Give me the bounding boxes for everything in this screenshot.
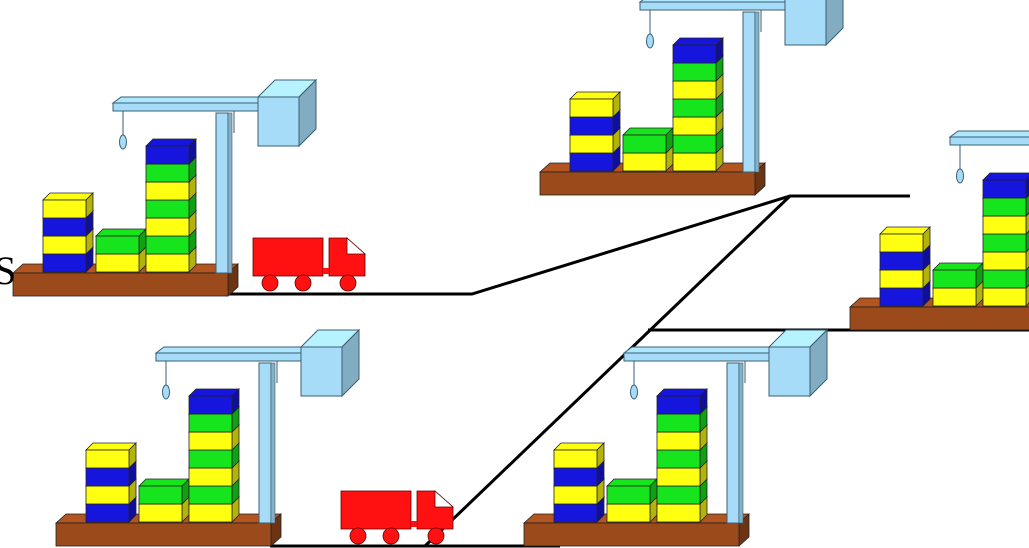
container-stack-icon (145, 138, 197, 273)
truck-icon (340, 490, 455, 545)
container-stack-icon (188, 388, 240, 523)
container-stack-icon (95, 228, 147, 273)
container-stack-icon (982, 172, 1029, 307)
truck-icon (252, 237, 367, 292)
terminals (11, 0, 1029, 547)
bottom-right-terminal (522, 328, 829, 547)
container (553, 442, 605, 469)
container-stack-icon (879, 226, 931, 307)
container-stack-icon (656, 388, 708, 523)
crane-icon (622, 328, 829, 524)
container-stack-icon (138, 478, 190, 523)
container (622, 127, 674, 154)
container (85, 442, 137, 469)
container-stack-icon (553, 442, 605, 523)
container (606, 478, 658, 505)
edge-label: S (0, 248, 16, 293)
container-stack-icon (672, 37, 724, 172)
container (42, 192, 94, 219)
container-stack-icon (932, 262, 984, 307)
road-network (183, 194, 1029, 548)
container (672, 37, 724, 64)
container-stack-icon (85, 442, 137, 523)
container-stack-icon (622, 127, 674, 172)
container (95, 228, 147, 255)
container-stack-icon (42, 192, 94, 273)
crane-icon (948, 130, 1029, 184)
container (982, 172, 1029, 199)
container-stack-icon (569, 91, 621, 172)
crane-icon (111, 78, 318, 274)
left-terminal (11, 78, 367, 297)
container (145, 138, 197, 165)
crane-icon (638, 0, 844, 173)
top-terminal (538, 0, 844, 196)
crane-icon (154, 328, 361, 524)
container (932, 262, 984, 289)
road-line (183, 194, 910, 296)
container (569, 91, 621, 118)
right-terminal (848, 130, 1029, 331)
container (879, 226, 931, 253)
container (656, 388, 708, 415)
container (188, 388, 240, 415)
container-stack-icon (606, 478, 658, 523)
bottom-left-terminal (54, 328, 455, 547)
container (138, 478, 190, 505)
